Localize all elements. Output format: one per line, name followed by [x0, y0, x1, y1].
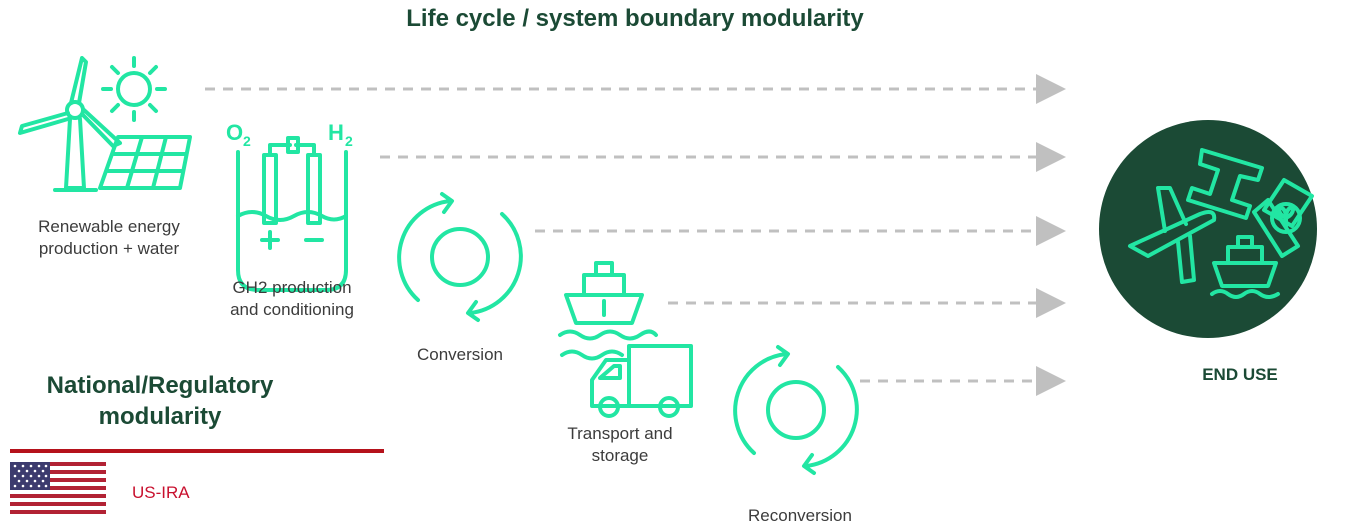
end-use-icon [1099, 120, 1317, 338]
stage-label-transport-line1: Transport and [567, 424, 673, 443]
stage-label-renewables-line2: production + water [38, 239, 180, 258]
conversion-cycle-icon [397, 192, 523, 322]
h2-label: H [328, 120, 344, 145]
national-title-line1: National/Regulatory [46, 372, 274, 399]
stage-label-renewables: Renewable energy production + water [0, 216, 218, 260]
reconversion-cycle-icon [733, 345, 859, 475]
national-divider [10, 449, 384, 453]
stage-label-transport: Transport and storage [540, 423, 700, 467]
h2-subscript: 2 [345, 133, 353, 149]
stage-label-renewables-line1: Renewable energy [38, 217, 180, 236]
transport-ship-truck-icon [558, 261, 693, 418]
diagram-title: Life cycle / system boundary modularity [406, 5, 864, 32]
national-title-line2: modularity [98, 403, 222, 430]
stage-label-reconversion: Reconversion [748, 506, 852, 525]
renewable-energy-icon [18, 56, 192, 192]
us-flag-icon [10, 462, 106, 515]
national-modularity-title: National/Regulatory modularity [10, 370, 310, 432]
end-use-label: END USE [1202, 365, 1278, 384]
o2-subscript: 2 [243, 133, 251, 149]
o2-label: O [226, 120, 243, 145]
electrolyzer-icon [236, 136, 348, 292]
stage-label-gh2-line1: GH2 production [232, 278, 352, 297]
stage-label-gh2: GH2 production and conditioning [200, 277, 384, 321]
us-ira-label: US-IRA [132, 483, 190, 502]
stage-label-transport-line2: storage [591, 446, 649, 465]
stage-label-conversion: Conversion [417, 345, 503, 364]
stage-label-gh2-line2: and conditioning [230, 300, 354, 319]
